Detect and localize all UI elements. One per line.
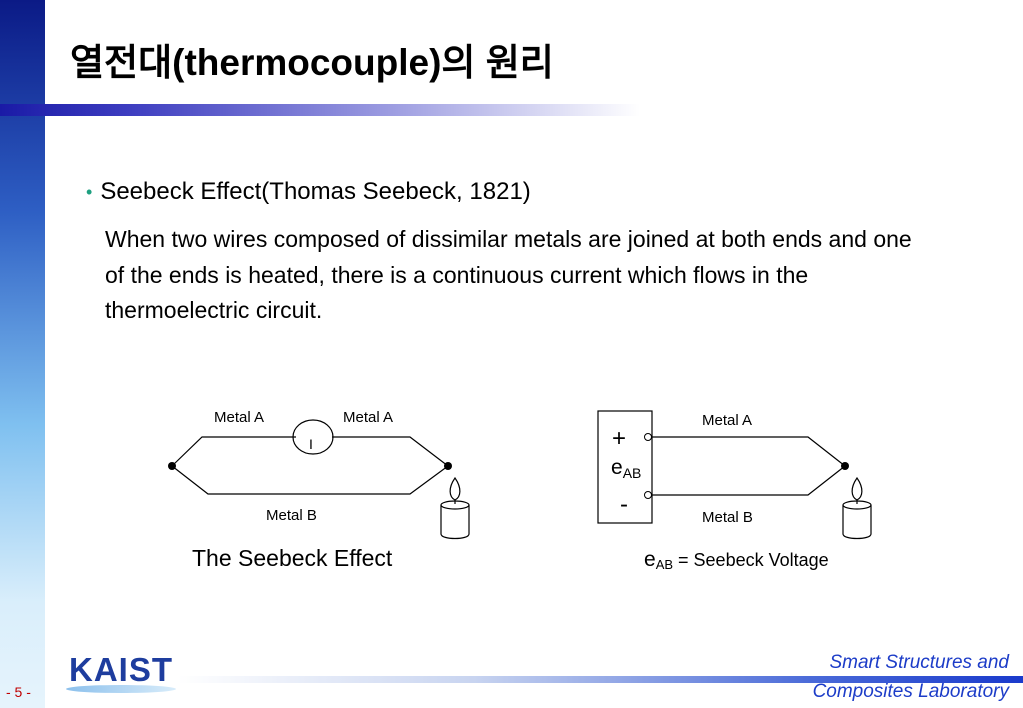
slide-title: 열전대(thermocouple)의 원리 bbox=[70, 42, 554, 83]
eab-symbol: eAB bbox=[611, 456, 641, 481]
voltmeter-box bbox=[597, 410, 653, 524]
candle-icon bbox=[842, 476, 872, 540]
caption-seebeck-effect: The Seebeck Effect bbox=[192, 545, 393, 571]
metal-a-wire-right bbox=[332, 436, 449, 467]
body-paragraph: When two wires composed of dissimilar me… bbox=[105, 226, 912, 323]
bullet-item: • Seebeck Effect(Thomas Seebeck, 1821) bbox=[86, 178, 531, 206]
bullet-text: Seebeck Effect(Thomas Seebeck, 1821) bbox=[100, 178, 531, 205]
minus-sign: - bbox=[620, 491, 628, 518]
lab-name: Smart Structures and Composites Laborato… bbox=[813, 648, 1009, 706]
seebeck-voltage-diagram bbox=[651, 436, 846, 496]
seebeck-circuit-diagram bbox=[171, 419, 449, 495]
lab-name-line1: Smart Structures and bbox=[829, 652, 1009, 673]
metal-a-wire-right-diagram bbox=[651, 436, 846, 467]
kaist-logo-text: KAIST bbox=[69, 651, 173, 688]
left-gradient-bar bbox=[0, 0, 45, 708]
label-metal-a-left: Metal A bbox=[214, 409, 264, 426]
label-metal-b: Metal B bbox=[266, 507, 317, 524]
kaist-logo: KAIST bbox=[66, 651, 176, 695]
logo-swoosh bbox=[66, 685, 176, 693]
bullet-dot-icon: • bbox=[86, 182, 93, 203]
metal-b-wire-right-diagram bbox=[651, 465, 846, 496]
page-number: - 5 - bbox=[6, 684, 31, 700]
current-symbol: I bbox=[309, 436, 313, 452]
eab-e: e bbox=[611, 456, 623, 479]
plus-sign: + bbox=[612, 425, 626, 452]
eab-sub: AB bbox=[623, 465, 642, 481]
caption-seebeck-voltage: eAB = Seebeck Voltage bbox=[644, 548, 829, 572]
footer-rule bbox=[178, 676, 1023, 683]
caption-rest: = Seebeck Voltage bbox=[673, 550, 829, 570]
hot-junction-dot-right bbox=[841, 462, 849, 470]
metal-a-wire bbox=[171, 436, 296, 467]
metal-b-wire bbox=[171, 465, 449, 495]
title-underline bbox=[0, 104, 640, 116]
lab-name-line2: Composites Laboratory bbox=[812, 681, 1009, 702]
terminal-plus bbox=[644, 433, 652, 441]
label-metal-a-right-diagram: Metal A bbox=[702, 412, 752, 429]
hot-junction-dot bbox=[444, 462, 452, 470]
cold-junction-dot bbox=[168, 462, 176, 470]
candle-icon bbox=[440, 476, 470, 540]
ammeter-circle bbox=[292, 419, 334, 455]
caption-e: e bbox=[644, 548, 656, 571]
label-metal-b-right-diagram: Metal B bbox=[702, 509, 753, 526]
label-metal-a-right: Metal A bbox=[343, 409, 393, 426]
terminal-minus bbox=[644, 491, 652, 499]
caption-sub: AB bbox=[655, 557, 674, 572]
